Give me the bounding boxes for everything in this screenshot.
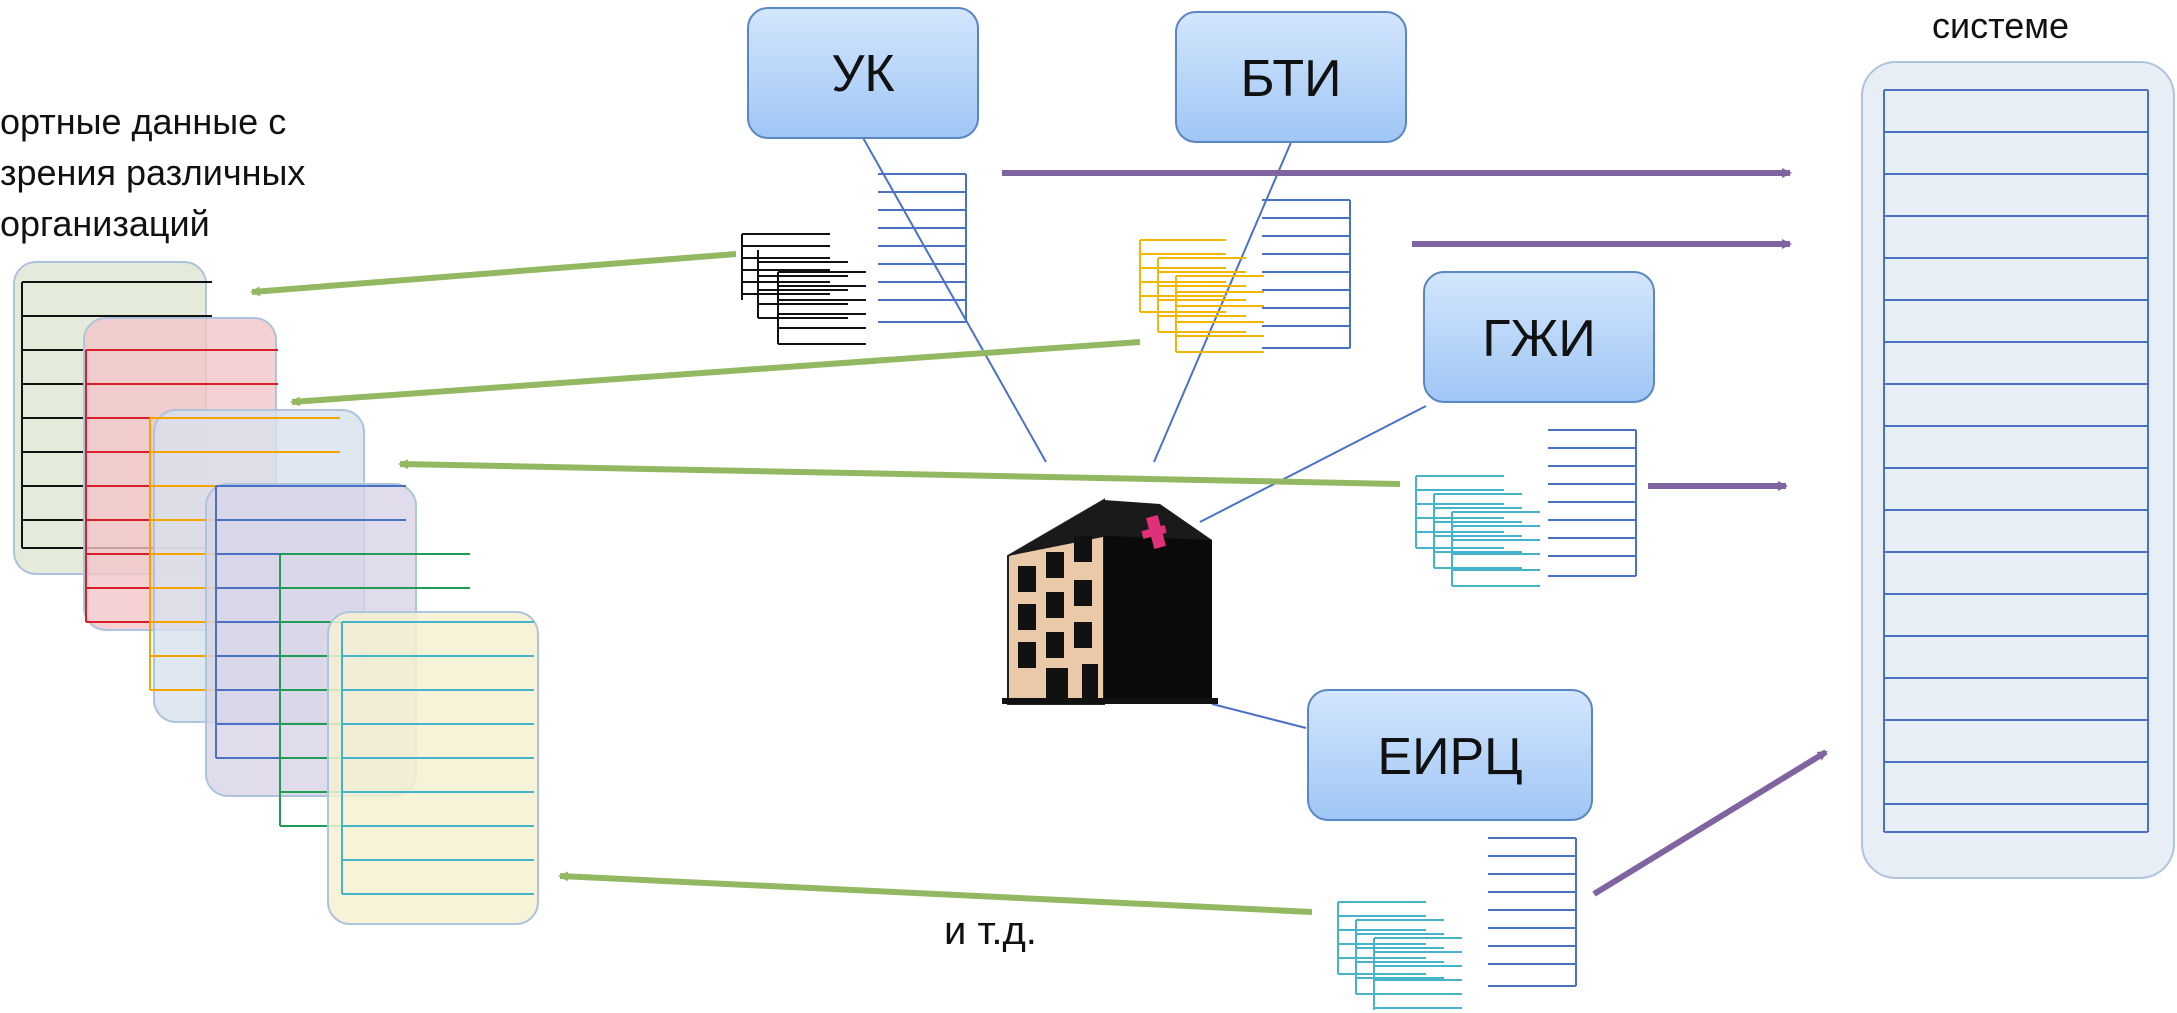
uk-record-doc xyxy=(878,173,967,323)
org-bti-label: БТИ xyxy=(1241,50,1342,108)
org-gzhi-label: ГЖИ xyxy=(1482,310,1596,368)
uk-passport-docs xyxy=(741,233,866,345)
gzhi-passport-docs xyxy=(1415,475,1540,587)
eirc-record-doc xyxy=(1488,837,1577,987)
system-arrows xyxy=(1002,168,1828,897)
etc-caption: и т.д. xyxy=(944,909,1037,953)
org-eirc-box[interactable]: ЕИРЦ xyxy=(1307,689,1593,821)
left-caption-line-1: ортные данные с xyxy=(0,101,286,142)
eirc-system-arrow xyxy=(1592,749,1828,897)
eirc-view-arrow xyxy=(558,871,1313,915)
org-bti-box[interactable]: БТИ xyxy=(1175,11,1407,143)
unified-system-caption: системе xyxy=(1932,5,2069,46)
office-building-icon xyxy=(1002,498,1218,705)
gzhi-record-doc xyxy=(1548,429,1637,577)
org-uk-label: УК xyxy=(831,45,894,103)
left-caption-line-2: зрения различных xyxy=(0,152,305,193)
org-eirc-label: ЕИРЦ xyxy=(1377,728,1522,786)
eirc-passport-docs xyxy=(1337,901,1462,1010)
org-uk-box[interactable]: УК xyxy=(747,7,979,139)
gzhi-view-arrow xyxy=(398,459,1401,487)
org-gzhi-box[interactable]: ГЖИ xyxy=(1423,271,1655,403)
sheet-yellow xyxy=(327,611,539,925)
uk-view-arrow xyxy=(250,251,737,297)
org-view-arrows xyxy=(250,251,1401,915)
organization-views-stack xyxy=(13,261,539,925)
unified-system-sheet xyxy=(1861,61,2175,879)
bti-view-arrow xyxy=(290,339,1141,407)
left-caption: ортные данные с зрения различных организ… xyxy=(0,101,305,244)
left-caption-line-3: организаций xyxy=(0,203,210,244)
bti-record-doc xyxy=(1262,199,1351,349)
bti-passport-docs xyxy=(1139,239,1264,353)
